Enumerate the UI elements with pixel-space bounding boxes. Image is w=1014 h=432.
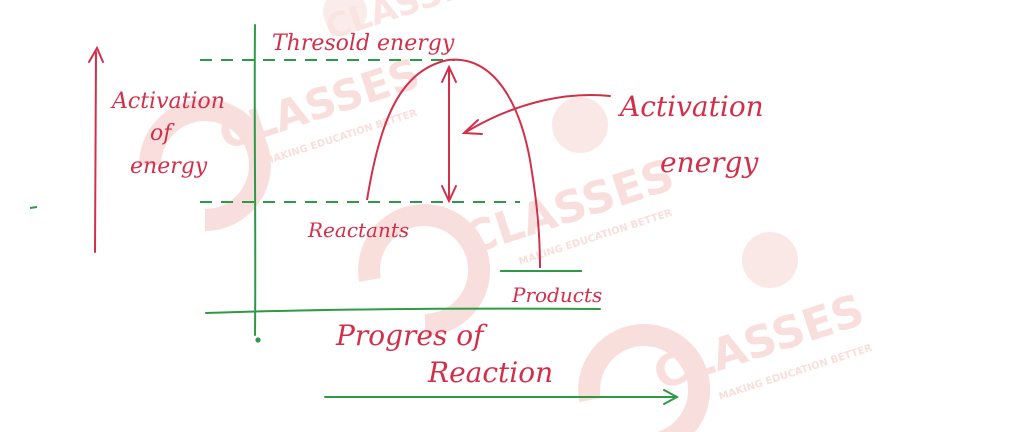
- y-axis-title-line1: Activation: [110, 89, 225, 114]
- axes: [205, 24, 601, 343]
- energy-curve: [366, 58, 541, 269]
- energy-level-guides: [200, 59, 520, 203]
- activation-energy-arrow: [441, 64, 457, 204]
- activation-energy-label-line1: Activation: [617, 90, 764, 123]
- x-axis-title-line2: Reaction: [427, 356, 553, 389]
- x-axis-title-line1: Progres of: [335, 319, 488, 352]
- y-axis-line: [253, 24, 257, 336]
- y-axis-arrow: [88, 45, 104, 253]
- origin-dot: [255, 337, 261, 343]
- stray-mark: [29, 206, 38, 209]
- activation-label-pointer: [461, 94, 611, 135]
- threshold-energy-label: Thresold energy: [272, 31, 455, 56]
- activation-energy-label-line2: energy: [660, 146, 759, 179]
- y-axis-title-line3: energy: [130, 154, 208, 179]
- watermark-logo-3: CLASSES MAKING EDUCATION BETTER: [578, 232, 874, 432]
- watermark-logo-1: CLASSES MAKING EDUCATION BETTER: [139, 49, 426, 231]
- reactants-label: Reactants: [307, 218, 409, 242]
- progress-arrow: [324, 389, 680, 405]
- y-axis-title-line2: of: [150, 121, 175, 146]
- x-axis-line: [205, 307, 601, 314]
- products-label: Products: [511, 283, 602, 307]
